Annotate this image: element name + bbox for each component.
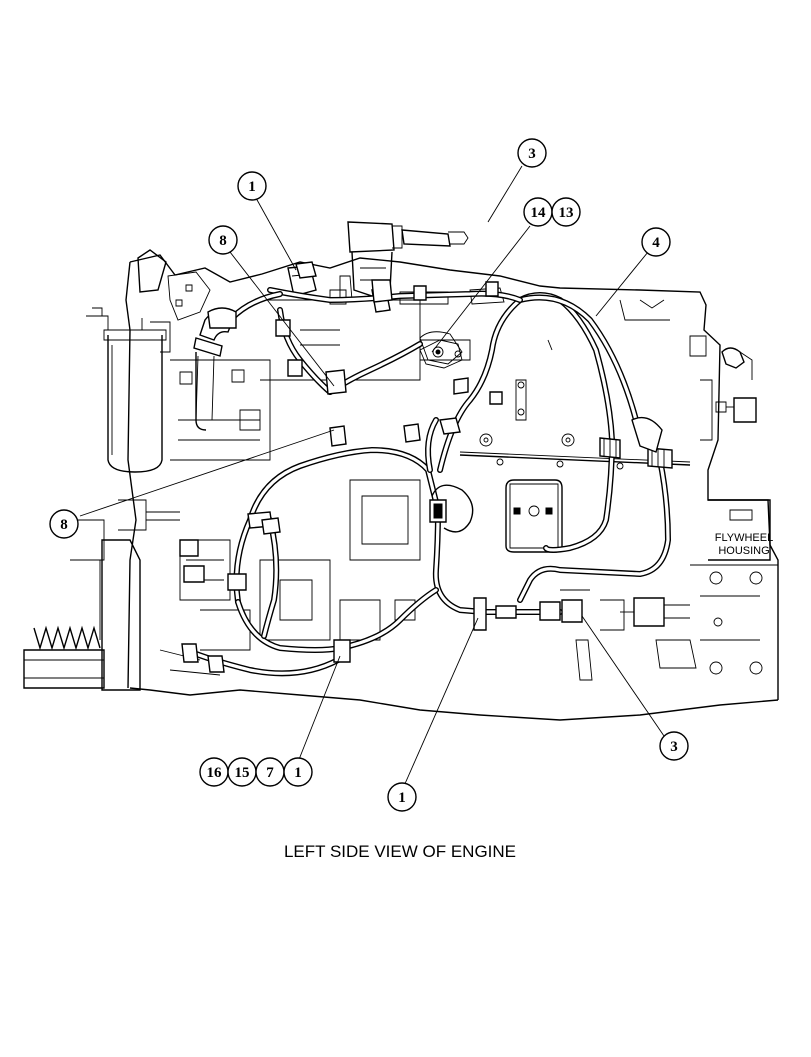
callout-label: 7 [266, 765, 274, 781]
callout-1-bottom: 1 [387, 782, 417, 812]
callout-3-top: 3 [517, 138, 547, 168]
callout-1-top: 1 [237, 171, 267, 201]
callout-label: 8 [60, 517, 68, 533]
diagram-caption: LEFT SIDE VIEW OF ENGINE [284, 842, 516, 861]
callout-16: 16 [199, 757, 229, 787]
callout-label: 3 [528, 146, 536, 162]
callout-8-top: 8 [208, 225, 238, 255]
callout-4: 4 [641, 227, 671, 257]
leader-lines [79, 165, 665, 787]
callout-label: 8 [219, 233, 227, 249]
callout-label: 1 [248, 179, 256, 195]
callout-label: 14 [531, 205, 547, 221]
callout-13: 13 [551, 197, 581, 227]
callout-label: 13 [559, 205, 574, 221]
callout-label: 3 [670, 739, 678, 755]
callout-8-left: 8 [49, 509, 79, 539]
flywheel-housing-label-line2: HOUSING [718, 545, 769, 557]
callout-label: 4 [652, 235, 660, 251]
wiring-harness [179, 261, 673, 677]
callout-label: 1 [294, 765, 302, 781]
callout-label: 16 [207, 765, 223, 781]
flywheel-housing-label-line1: FLYWHEEL [715, 532, 773, 544]
callout-15: 15 [227, 757, 257, 787]
callout-3-right: 3 [659, 731, 689, 761]
callout-1-mid: 1 [283, 757, 313, 787]
callout-7: 7 [255, 757, 285, 787]
callout-label: 1 [398, 790, 406, 806]
callout-label: 15 [235, 765, 250, 781]
callout-14: 14 [523, 197, 553, 227]
